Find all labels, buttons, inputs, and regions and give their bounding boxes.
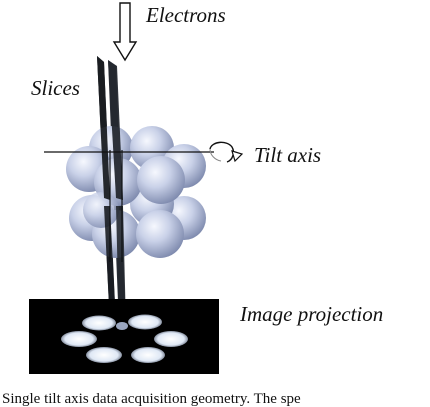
slices-label: Slices bbox=[31, 76, 80, 100]
electrons-label: Electrons bbox=[146, 3, 226, 27]
electron-arrow bbox=[112, 2, 138, 62]
figure-caption: Single tilt axis data acquisition geomet… bbox=[2, 392, 301, 407]
rotation-arrow-icon bbox=[209, 141, 244, 163]
slices-front bbox=[97, 56, 126, 326]
image-projection-label: Image projection bbox=[240, 302, 384, 326]
image-projection-panel bbox=[29, 299, 219, 374]
tilt-axis-label: Tilt axis bbox=[254, 143, 322, 167]
